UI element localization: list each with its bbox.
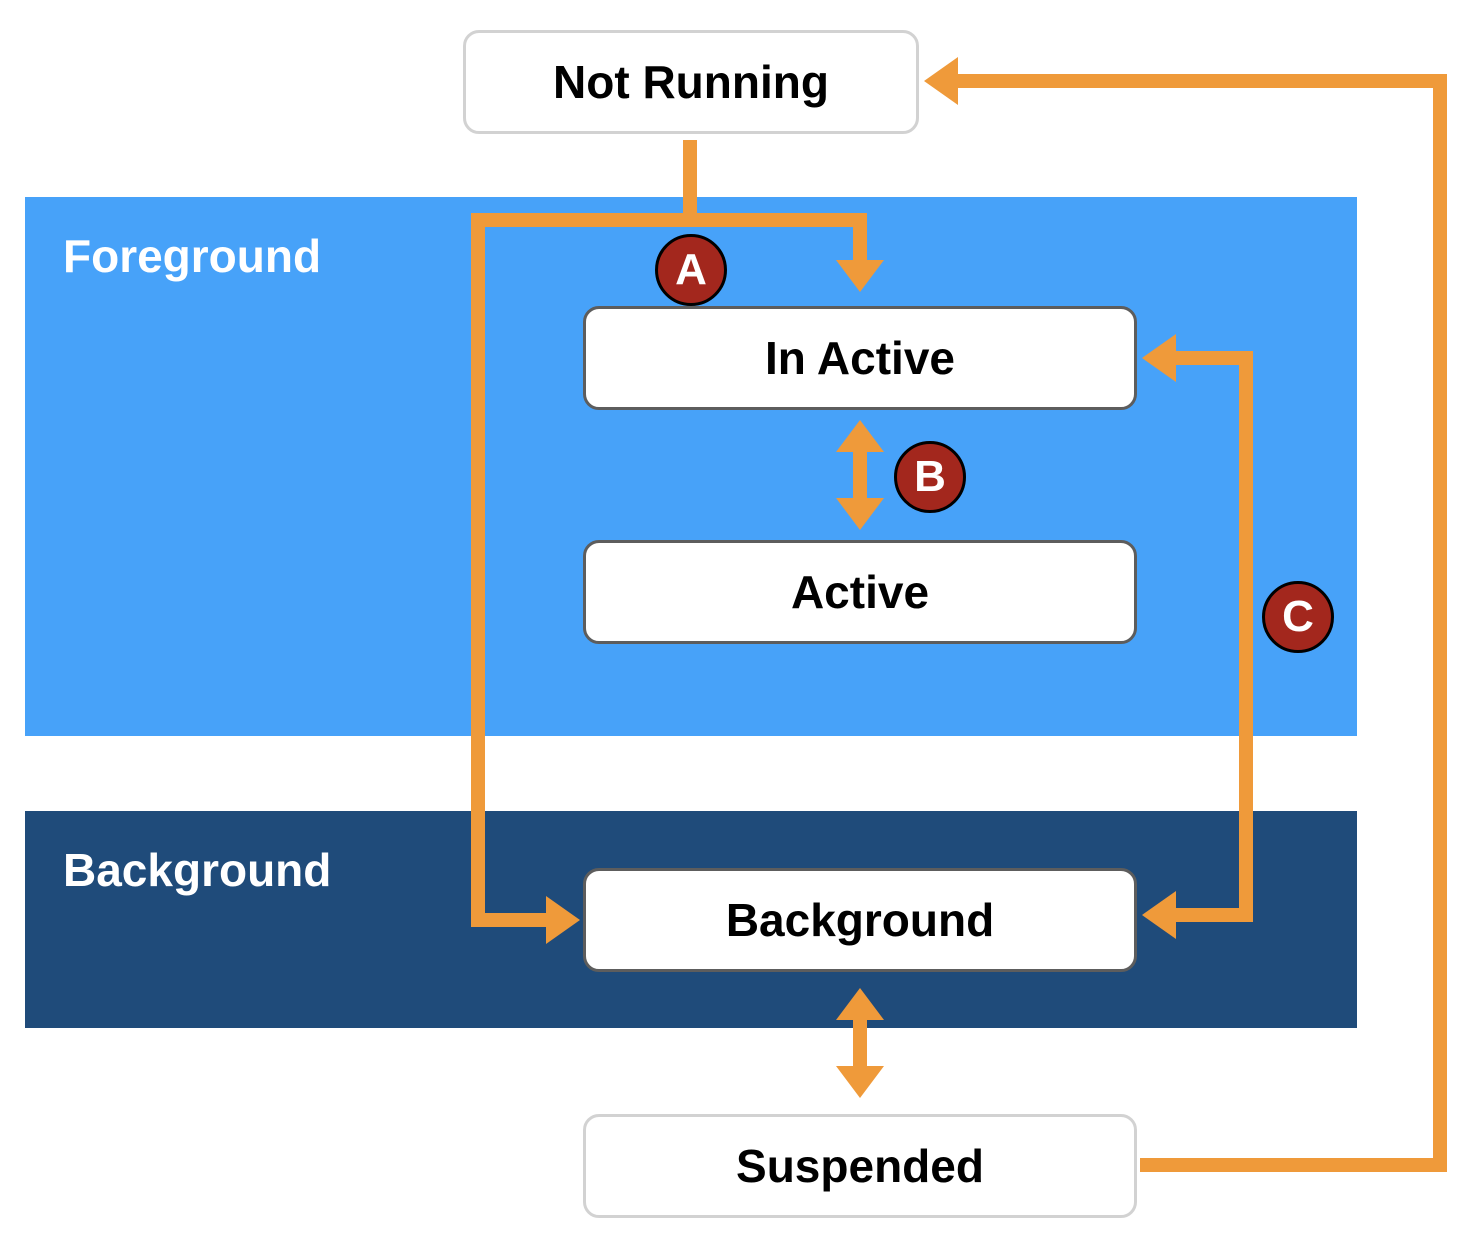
arrowhead-down-suspended xyxy=(836,1066,884,1098)
transition-badge-b: B xyxy=(894,441,966,513)
state-background: Background xyxy=(583,868,1137,972)
arrow-background-inactive xyxy=(1170,351,1253,922)
arrow-suspended-to-not-running xyxy=(955,74,1447,1172)
state-not-running: Not Running xyxy=(463,30,919,134)
arrowhead-down-inactive xyxy=(836,260,884,292)
state-inactive: In Active xyxy=(583,306,1137,410)
state-suspended: Suspended xyxy=(583,1114,1137,1218)
state-active: Active xyxy=(583,540,1137,644)
arrowhead-right-background xyxy=(546,896,580,944)
background-region-label: Background xyxy=(63,844,332,896)
arrowhead-left-background xyxy=(1142,891,1176,939)
transition-badge-a: A xyxy=(655,234,727,306)
arrow-not-running-to-background xyxy=(471,213,690,927)
foreground-region-label: Foreground xyxy=(63,230,322,282)
arrowhead-up-inactive xyxy=(836,420,884,452)
arrowhead-left-not-running xyxy=(924,57,958,105)
transition-badge-c: C xyxy=(1262,581,1334,653)
arrowhead-up-background xyxy=(836,988,884,1020)
arrowhead-left-inactive xyxy=(1142,334,1176,382)
arrow-not-running-to-inactive xyxy=(690,213,867,262)
arrowhead-down-active xyxy=(836,498,884,530)
